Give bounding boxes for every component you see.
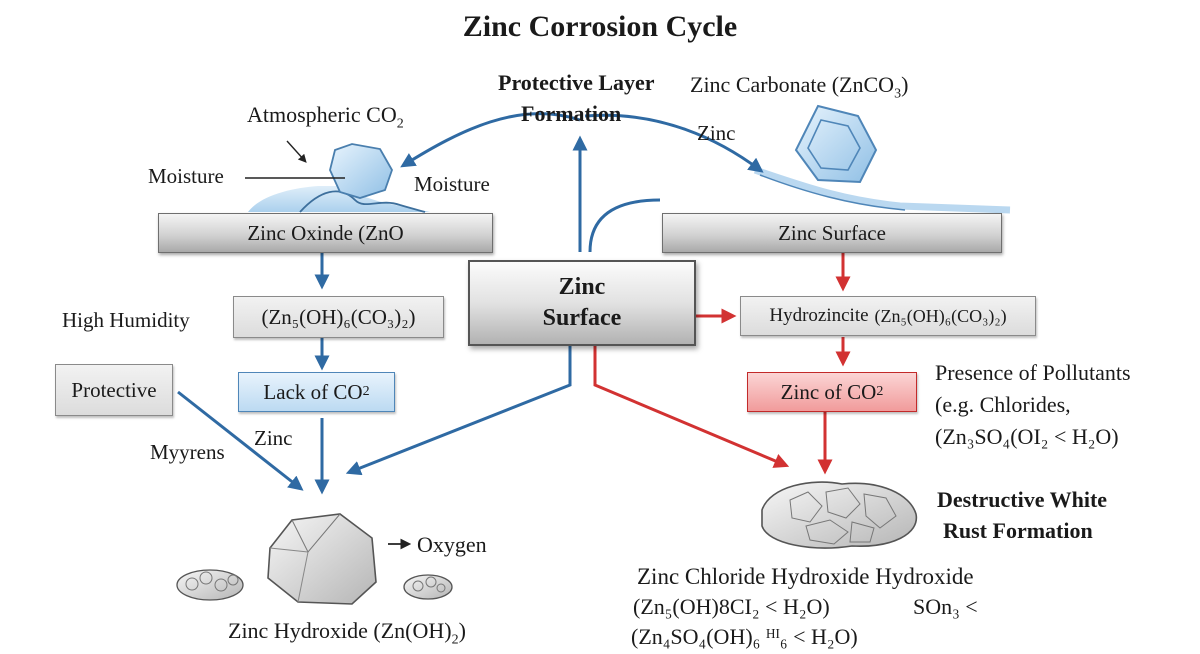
protective-layer-label: Protective Layer	[498, 70, 655, 95]
zinc-oxide-box: Zinc Oxinde (ZnO	[158, 213, 493, 253]
myyrens-label: Myyrens	[150, 440, 225, 464]
high-humidity-label: High Humidity	[62, 308, 190, 332]
hydrozincite-label: Hydrozincite	[769, 305, 869, 326]
blue-arrows	[177, 112, 764, 495]
zinc-carbonate-crystal-icon	[753, 104, 1011, 214]
zinc-carbonate-label: Zinc Carbonate (ZnCO3)	[690, 72, 909, 102]
protective-box: Protective	[55, 364, 173, 416]
zinc-mid-left-label: Zinc	[254, 426, 293, 450]
formation-label: Formation	[521, 101, 622, 126]
moisture-crystal-illustration	[245, 143, 430, 213]
oxygen-label: Oxygen	[417, 532, 487, 557]
presence-of-pollutants-label: Presence of Pollutants	[935, 360, 1131, 385]
zinc-chloride-hydroxide-label: Zinc Chloride Hydroxide Hydroxide	[637, 564, 974, 589]
zinc-surface-center-box: Zinc Surface	[468, 260, 696, 346]
zn5-formula-box: (Zn₅(OH)₆(CO₃)₂)	[233, 296, 444, 338]
center-box-line2: Surface	[542, 305, 622, 331]
center-box-line1: Zinc	[558, 273, 606, 300]
formula-line1: (Zn₅(OH)8CI₂ < H₂O)	[633, 594, 830, 619]
rust-formation-label: Rust Formation	[943, 518, 1093, 543]
formula-son: SOn₃ <	[913, 594, 978, 619]
chlorides-label: (e.g. Chlorides,	[935, 392, 1071, 417]
red-arrows	[593, 252, 851, 475]
pollutant-formula-label: (Zn₃SO₄(OI₂ < H₂O)	[935, 424, 1119, 449]
destructive-white-label: Destructive White	[937, 487, 1108, 512]
hydrozincite-box: Hydrozincite (Zn₅(OH)₆(CO₃)₂)	[740, 296, 1036, 336]
zinc-surface-right-box: Zinc Surface	[662, 213, 1002, 253]
moisture-left-label: Moisture	[148, 164, 224, 188]
zinc-hydroxide-label: Zinc Hydroxide (Zn(OH)2)	[228, 618, 466, 648]
white-rust-icon	[761, 481, 918, 549]
formula-line2: (Zn₄SO₄(OH)₆ ᴴᴵ₆ < H₂O)	[631, 624, 858, 649]
zinc-hydroxide-rock-icon	[267, 513, 377, 605]
moisture-right-label: Moisture	[414, 172, 490, 196]
hydrozincite-formula: (Zn₅(OH)₆(CO₃)₂)	[874, 305, 1007, 326]
atmospheric-co2-label: Atmospheric CO2	[247, 102, 404, 132]
co2-pointer-arrow	[286, 140, 307, 163]
diagram-title: Zinc Corrosion Cycle	[462, 10, 738, 43]
rock-cluster-icon	[176, 569, 453, 601]
zinc-top-right-label: Zinc	[697, 121, 736, 145]
